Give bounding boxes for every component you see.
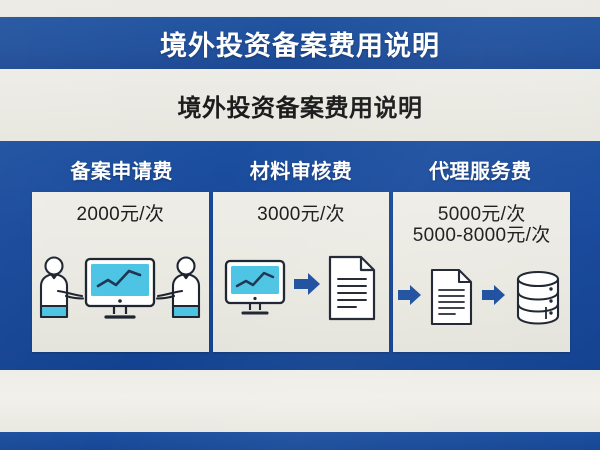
- document-icon: [328, 255, 376, 320]
- price-block-filing: 2000元/次: [77, 204, 165, 225]
- column-header-row: 备案申请费 材料审核费 代理服务费: [32, 149, 570, 189]
- price-value: 5000元/次: [437, 204, 526, 225]
- fee-panel: 备案申请费 材料审核费 代理服务费 2000元/次: [0, 141, 600, 370]
- arrow-right-icon: [294, 272, 320, 295]
- bottom-blank-band: [0, 370, 600, 432]
- people-reviewing-monitor-illustration: [40, 256, 201, 319]
- bottom-blue-strip: [0, 432, 600, 450]
- document-to-database-illustration: [397, 269, 559, 326]
- icon-row-agency: [393, 247, 570, 352]
- arrow-right-icon: [481, 285, 505, 306]
- person-right-icon: [156, 256, 201, 318]
- column-header-review-fee: 材料审核费: [249, 160, 353, 183]
- price-value: 2000元/次: [76, 204, 165, 225]
- fee-card-agency: 5000元/次 5000-8000元/次: [393, 192, 571, 352]
- price-value: 3000元/次: [257, 204, 345, 225]
- column-header-filing-fee: 备案申请费: [70, 160, 173, 183]
- arrow-right-icon: [397, 285, 421, 306]
- fee-card-review: 3000元/次: [212, 192, 390, 352]
- monitor-chart-icon: [85, 257, 156, 319]
- monitor-to-document-illustration: [224, 255, 376, 320]
- database-icon: [516, 271, 559, 325]
- slide-subtitle: 境外投资备案费用说明: [177, 94, 423, 122]
- slide-banner: 境外投资备案费用说明: [0, 17, 600, 69]
- fee-card-row: 2000元/次: [32, 192, 571, 352]
- price-block-agency: 5000元/次 5000-8000元/次: [413, 204, 551, 247]
- monitor-chart-icon: [224, 259, 286, 315]
- price-block-review: 3000元/次: [257, 204, 345, 225]
- price-range-value: 5000-8000元/次: [412, 225, 551, 247]
- column-header-agency-fee: 代理服务费: [429, 160, 532, 183]
- icon-row-filing: [32, 225, 209, 352]
- banner-title: 境外投资备案费用说明: [160, 30, 440, 61]
- person-left-icon: [40, 256, 85, 318]
- subtitle-area: 境外投资备案费用说明: [0, 69, 600, 141]
- icon-row-review: [213, 225, 390, 352]
- document-icon: [430, 269, 472, 326]
- fee-card-filing: 2000元/次: [32, 192, 209, 352]
